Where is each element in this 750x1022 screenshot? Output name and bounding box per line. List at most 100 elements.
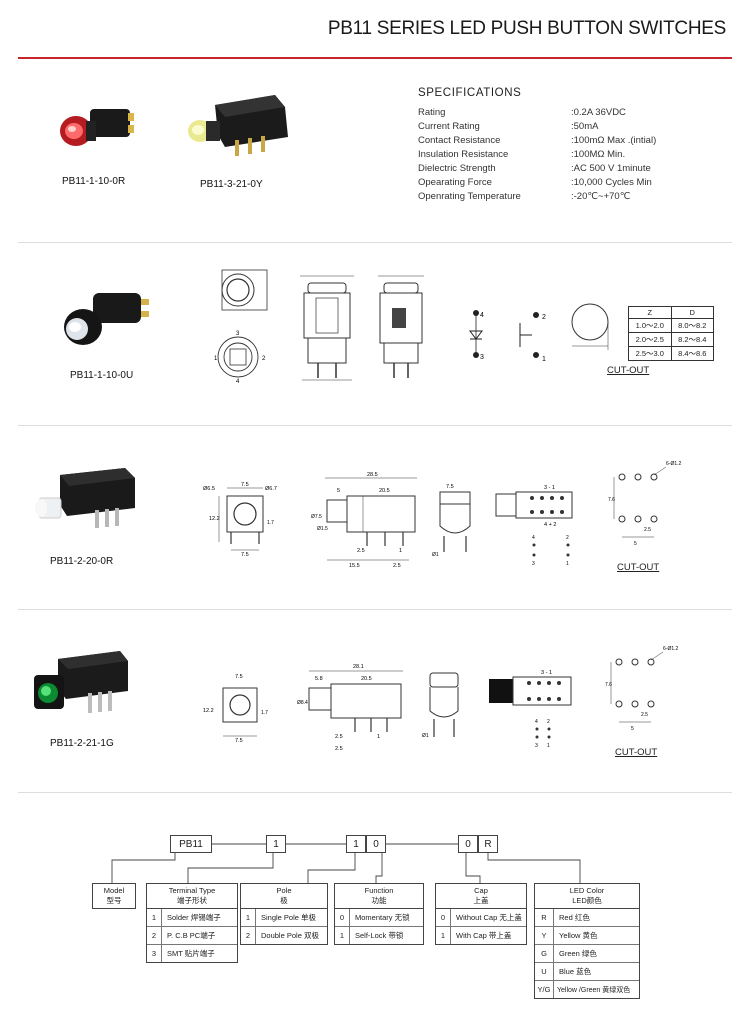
spec-row: Openrating Temperature:-20℃~+70℃ xyxy=(418,191,630,202)
side-dim-drawing: 28.1 5.8 20.5 Ø8.4 2.5 1 2.5 xyxy=(297,664,403,752)
dimension: 2.5 xyxy=(357,548,365,554)
dimension: 28.1 xyxy=(353,664,364,670)
function-label-cn: 功能 xyxy=(371,896,387,905)
option-code: 1 xyxy=(335,927,350,944)
side-view-drawing xyxy=(378,275,424,378)
terminal-label-cn: 端子形状 xyxy=(177,896,207,905)
spec-value: :100MΩ Min. xyxy=(571,149,626,160)
terminal-type-header: Terminal Type 端子形状 xyxy=(147,884,237,909)
pin-number: 3 xyxy=(236,331,240,337)
product-label: PB11-3-21-0Y xyxy=(200,179,263,190)
dimension: 6-Ø1.2 xyxy=(663,646,679,652)
dimension: 2.5 xyxy=(644,527,651,533)
code-box-pole: 1 xyxy=(346,835,366,853)
end-dim-drawing: Ø1 xyxy=(422,672,459,739)
product-label: PB11-2-20-0R xyxy=(50,556,114,567)
option-code: 2 xyxy=(147,927,162,944)
spec-row: Current Rating:50mA xyxy=(418,121,598,132)
option-text: Momentary 无锁 xyxy=(355,913,410,922)
side-dim-drawing: 28.5 5 20.5 Ø7.5 Ø1.5 2.5 1 15.5 2.5 xyxy=(311,472,417,569)
front-dim-drawing: 7.5 12.2 1.7 7.5 xyxy=(203,674,268,744)
model-label-cn: 型号 xyxy=(106,896,122,905)
section-divider xyxy=(18,425,732,426)
code-box-terminal: 1 xyxy=(266,835,286,853)
dimension: 2.5 xyxy=(335,746,343,752)
option-text: Self-Lock 带锁 xyxy=(355,931,404,940)
dimension: 7.6 xyxy=(608,497,615,503)
led-label-cn: LED颜色 xyxy=(572,896,602,905)
section-divider xyxy=(18,609,732,610)
dimension: 5.8 xyxy=(315,676,323,682)
pin-number: 4 xyxy=(535,719,538,725)
model-table: Model 型号 xyxy=(92,883,136,909)
option-text: Without Cap 无上盖 xyxy=(456,913,522,922)
option-code: Y/G xyxy=(535,981,554,998)
table-row: 2.0～2.5 8.2～8.4 xyxy=(629,333,713,347)
code-box-series: PB11 xyxy=(170,835,212,853)
cap-label-en: Cap xyxy=(474,886,488,895)
d-cell: 8.2～8.4 xyxy=(678,335,707,344)
end-dim-drawing: 7.5 Ø1 xyxy=(432,484,471,558)
cutout-label: CUT-OUT xyxy=(607,365,650,376)
option-text: Single Pole 单极 xyxy=(261,913,317,922)
dimension: 1.7 xyxy=(267,520,274,526)
code-box-function: 0 xyxy=(366,835,386,853)
pin-number: 3 xyxy=(532,561,535,567)
pin-label: 4 + 2 xyxy=(544,522,556,528)
panel-cutout-drawing xyxy=(571,303,609,350)
dimension: 1.7 xyxy=(261,710,268,716)
dimension: 7.5 xyxy=(446,484,454,490)
hole-cutout-drawing: 6-Ø1.2 7.6 2.5 5 xyxy=(605,646,679,732)
z-d-table: Z D 1.0～2.0 8.0～8.2 2.0～2.5 8.2～8.4 2.5～… xyxy=(628,306,714,361)
spec-row: Rating:0.2A 36VDC xyxy=(418,107,626,118)
spec-label: Rating xyxy=(418,107,446,118)
option-text: Green 绿色 xyxy=(559,949,597,958)
product-photo-pb11-1-10-0u xyxy=(64,293,149,345)
product-photo-pb11-3-21-0y xyxy=(188,95,288,156)
spec-label: Openrating Temperature xyxy=(418,191,521,202)
pin-number: 2 xyxy=(547,719,550,725)
spec-row: Insulation Resistance:100MΩ Min. xyxy=(418,149,625,160)
cap-header: Cap 上盖 xyxy=(436,884,526,909)
led-label-en: LED Color xyxy=(569,886,605,895)
spec-value: :100mΩ Max .(intial) xyxy=(571,135,657,146)
spec-label: Dielectric Strength xyxy=(418,163,496,174)
option-code: Y xyxy=(535,927,554,944)
table-row: 1 Self-Lock 带锁 xyxy=(335,927,423,944)
page-title: PB11 SERIES LED PUSH BUTTON SWITCHES xyxy=(327,18,726,39)
pin-label: 3 - 1 xyxy=(544,485,555,491)
spec-label: Current Rating xyxy=(418,121,480,132)
pin-number: 4 xyxy=(480,312,484,319)
cap-label-cn: 上盖 xyxy=(473,896,489,905)
dimension: 7.6 xyxy=(605,682,612,688)
pin-number: 3 xyxy=(480,354,484,361)
option-code: R xyxy=(535,909,554,926)
z-cell: 2.5～3.0 xyxy=(629,347,672,360)
top-view-drawing: 3 1 2 4 xyxy=(214,269,268,385)
pin-number: 4 xyxy=(532,535,535,541)
code-connector-lines xyxy=(111,843,581,883)
pin-number: 1 xyxy=(214,356,218,362)
front-view-drawing xyxy=(300,275,354,381)
option-text: With Cap 带上盖 xyxy=(456,931,512,940)
section-divider xyxy=(18,792,732,793)
option-text: Double Pole 双极 xyxy=(261,931,319,940)
spec-row: Opearating Force:10,000 Cycles Min xyxy=(418,177,652,188)
pin-number: 1 xyxy=(566,561,569,567)
model-header: Model 型号 xyxy=(93,884,135,908)
option-text: Solder 焊锡端子 xyxy=(167,913,221,922)
spec-value: :AC 500 V 1minute xyxy=(571,163,651,174)
pin-number: 1 xyxy=(547,743,550,749)
title-underline xyxy=(18,57,732,59)
product-label: PB11-2-21-1G xyxy=(50,738,114,749)
circuit-diagram: 4 3 2 1 xyxy=(469,310,546,363)
product-label: PB11-1-10-0U xyxy=(70,370,134,381)
dimension: 12.2 xyxy=(209,516,220,522)
